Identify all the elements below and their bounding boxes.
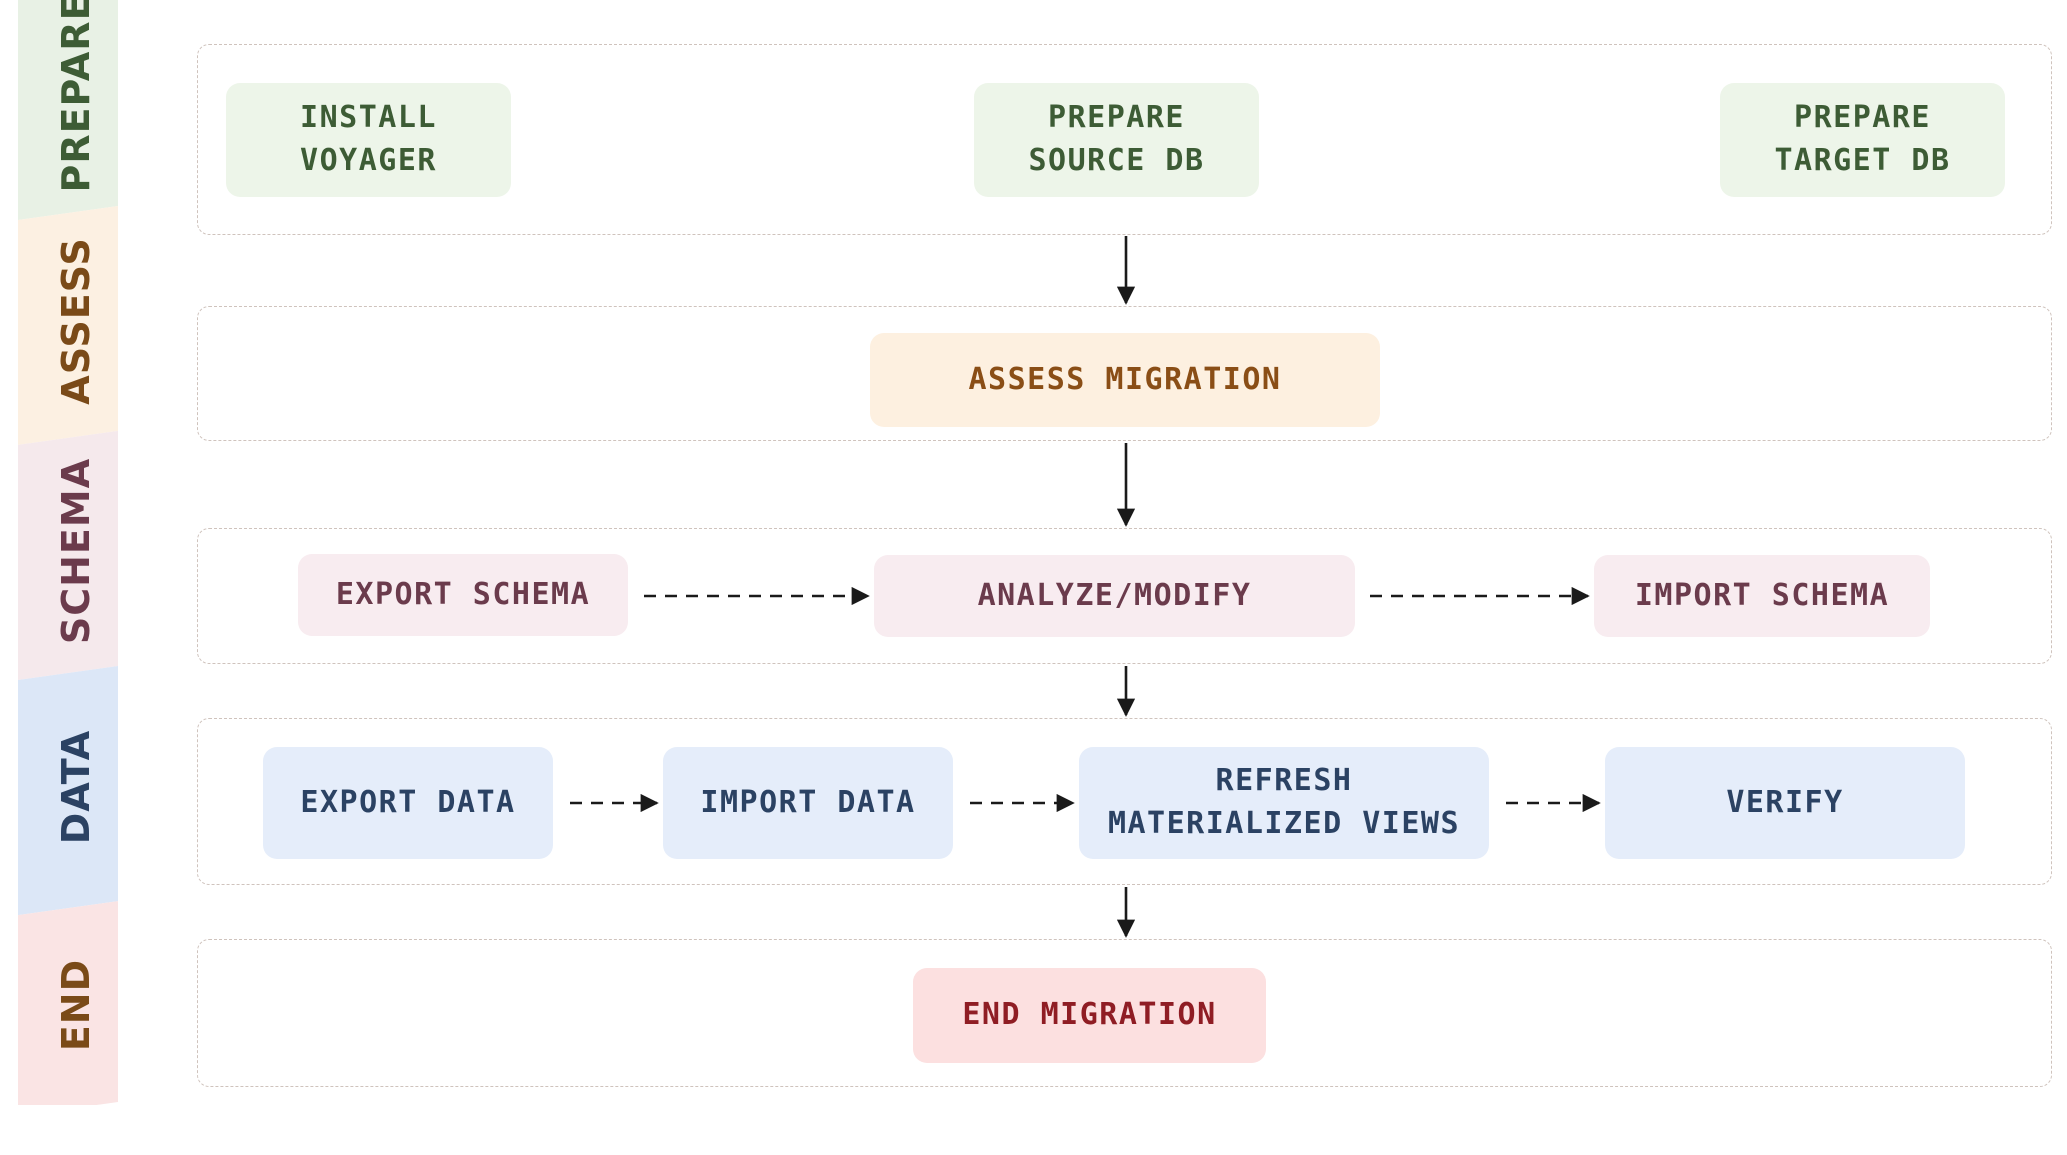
phase-row-schema	[197, 528, 2052, 664]
node-export-schema[interactable]: EXPORT SCHEMA	[298, 554, 628, 636]
node-analyze-modify[interactable]: ANALYZE/MODIFY	[874, 555, 1355, 637]
node-import-schema[interactable]: IMPORT SCHEMA	[1594, 555, 1930, 637]
node-export-data[interactable]: EXPORT DATA	[263, 747, 553, 859]
node-verify[interactable]: VERIFY	[1605, 747, 1965, 859]
phase-row-data	[197, 718, 2052, 885]
node-prepare-source-db[interactable]: PREPARE SOURCE DB	[974, 83, 1259, 197]
phase-band-segment-end	[18, 901, 118, 1105]
phase-band-shapes	[18, 0, 118, 1105]
node-refresh-materialized-views[interactable]: REFRESH MATERIALIZED VIEWS	[1079, 747, 1489, 859]
node-assess-migration[interactable]: ASSESS MIGRATION	[870, 333, 1380, 427]
phase-band-segment-data	[18, 665, 118, 916]
phase-row-assess	[197, 306, 2052, 441]
node-import-data[interactable]: IMPORT DATA	[663, 747, 953, 859]
phase-band-segment-prepare	[18, 0, 118, 221]
node-prepare-target-db[interactable]: PREPARE TARGET DB	[1720, 83, 2005, 197]
phase-label-end: END	[54, 958, 98, 1051]
phase-row-prepare	[197, 44, 2052, 235]
node-install-voyager[interactable]: INSTALL VOYAGER	[226, 83, 511, 197]
phase-band-segment-assess	[18, 206, 118, 445]
phase-band-segment-schema	[18, 430, 118, 680]
phase-row-end	[197, 939, 2052, 1087]
node-end-migration[interactable]: END MIGRATION	[913, 968, 1266, 1063]
